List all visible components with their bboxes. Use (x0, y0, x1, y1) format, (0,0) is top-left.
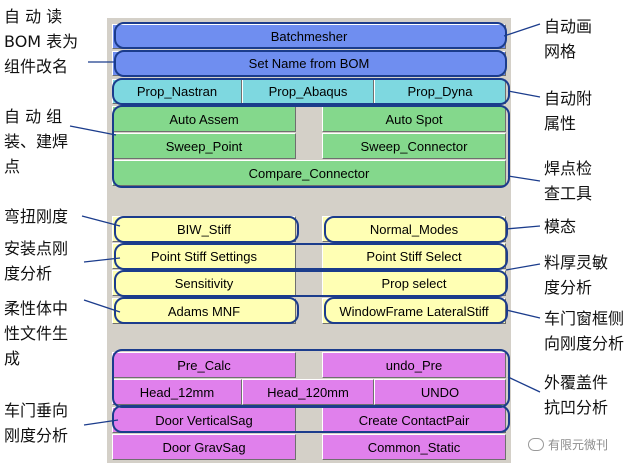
annotation-modal: 模态 (544, 217, 577, 236)
sweep-connector-button[interactable]: Sweep_Connector (322, 133, 506, 159)
common-static-button[interactable]: Common_Static (322, 434, 506, 460)
annotation-auto-assemble: 自 动 组装、建焊点 (4, 107, 69, 176)
head-12mm-button[interactable]: Head_12mm (112, 379, 242, 405)
batchmesher-button[interactable]: Batchmesher (112, 24, 506, 49)
auto-assem-button[interactable]: Auto Assem (112, 106, 296, 132)
door-verticalsag-button[interactable]: Door VerticalSag (112, 407, 296, 433)
pre-calc-button[interactable]: Pre_Calc (112, 352, 296, 378)
undo-pre-button[interactable]: undo_Pre (322, 352, 506, 378)
biw-stiff-button[interactable]: BIW_Stiff (112, 216, 296, 242)
auto-spot-button[interactable]: Auto Spot (322, 106, 506, 132)
prop-dyna-button[interactable]: Prop_Dyna (374, 79, 506, 104)
annotation-auto-mesh: 自动画网格 (544, 17, 593, 61)
normal-modes-button[interactable]: Normal_Modes (322, 216, 506, 242)
sweep-point-button[interactable]: Sweep_Point (112, 133, 296, 159)
annotation-mount-stiffness: 安装点刚度分析 (4, 239, 69, 283)
undo-button[interactable]: UNDO (374, 379, 506, 405)
annotation-flexible-body: 柔性体中性文件生成 (4, 299, 69, 368)
set-name-from-bom-button[interactable]: Set Name from BOM (112, 51, 506, 76)
annotation-bend-torsion: 弯扭刚度 (4, 207, 69, 226)
point-stiff-select-button[interactable]: Point Stiff Select (322, 243, 506, 269)
prop-select-button[interactable]: Prop select (322, 270, 506, 296)
annotation-auto-attach: 自动附属性 (544, 89, 593, 133)
sensitivity-button[interactable]: Sensitivity (112, 270, 296, 296)
annotation-door-vertical: 车门垂向刚度分析 (4, 401, 69, 445)
adams-mnf-button[interactable]: Adams MNF (112, 298, 296, 324)
head-120mm-button[interactable]: Head_120mm (242, 379, 374, 405)
create-contactpair-button[interactable]: Create ContactPair (322, 407, 506, 433)
windowframe-lateralstiff-button[interactable]: WindowFrame LateralStiff (322, 298, 506, 324)
door-gravsag-button[interactable]: Door GravSag (112, 434, 296, 460)
wechat-icon (528, 438, 544, 451)
prop-abaqus-button[interactable]: Prop_Abaqus (242, 79, 374, 104)
compare-connector-button[interactable]: Compare_Connector (112, 160, 506, 186)
watermark-text: 有限元微刊 (548, 438, 609, 452)
annotation-door-frame: 车门窗框侧向刚度分析 (544, 309, 625, 353)
watermark: 有限元微刊 (528, 436, 608, 453)
prop-nastran-button[interactable]: Prop_Nastran (112, 79, 242, 104)
annotation-panel-dent: 外覆盖件抗凹分析 (544, 373, 609, 417)
point-stiff-settings-button[interactable]: Point Stiff Settings (112, 243, 296, 269)
annotation-thickness-sensitivity: 料厚灵敏度分析 (544, 253, 609, 297)
annotation-weld-check: 焊点检查工具 (544, 159, 593, 203)
